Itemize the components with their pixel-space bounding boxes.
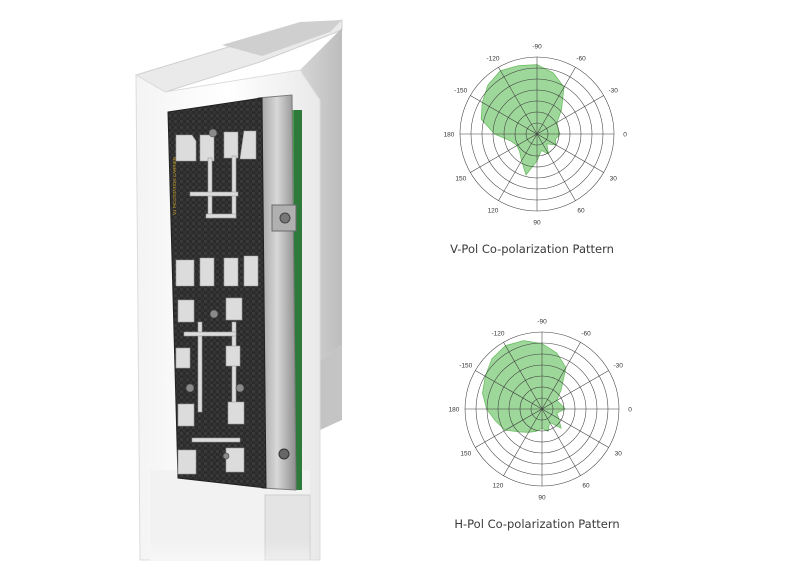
grid-spoke <box>470 95 538 135</box>
grid-spoke <box>536 67 576 135</box>
board-marking: V1 PICOSTATION CARRIER <box>172 156 177 215</box>
h-pol-polar-plot: -90 -60 -30 0 30 60 90 120 150 180 -150 -120 <box>449 319 633 502</box>
grid-spoke <box>541 408 609 448</box>
grid-spoke <box>541 408 581 476</box>
angle-label: 180 <box>449 407 460 414</box>
pattern-lobe <box>482 340 567 433</box>
angle-label: 30 <box>615 451 623 458</box>
angle-label: 180 <box>444 132 455 139</box>
grid-spoke <box>503 342 543 410</box>
v-pol-caption: V-Pol Co-polarization Pattern <box>450 242 614 256</box>
angle-label: 120 <box>493 483 504 490</box>
antenna-elements <box>175 130 259 475</box>
h-pol-caption: H-Pol Co-polarization Pattern <box>454 517 620 531</box>
angle-label: -60 <box>576 55 586 62</box>
angle-label: 0 <box>623 132 627 139</box>
mount-block <box>271 204 297 232</box>
angle-label: -90 <box>532 44 542 51</box>
grid-spoke <box>536 95 604 135</box>
angle-label: 60 <box>577 208 585 215</box>
angle-label: 60 <box>582 483 590 490</box>
product-illustration: V1 PICOSTATION CARRIER <box>134 19 343 587</box>
angle-label: -30 <box>613 363 623 370</box>
angle-label: 0 <box>628 407 632 414</box>
grid-spoke <box>541 370 609 410</box>
angle-label: 90 <box>538 495 546 502</box>
angle-label: -120 <box>491 330 504 337</box>
angle-label: 30 <box>610 176 618 183</box>
v-pol-polar-plot: -90 -60 -30 0 30 60 90 120 150 180 -150 -120 <box>444 44 628 227</box>
grid-spoke <box>475 408 543 448</box>
grid-spoke <box>498 133 538 201</box>
grid-spoke <box>541 342 581 410</box>
angle-label: 90 <box>533 220 541 227</box>
angle-label: -150 <box>454 88 467 95</box>
angle-label: 150 <box>460 451 471 458</box>
angle-label: 150 <box>455 176 466 183</box>
angle-label: 120 <box>488 208 499 215</box>
angle-label: -60 <box>581 330 591 337</box>
housing-top-inner <box>222 20 342 56</box>
grid-spoke <box>475 370 543 410</box>
grid-spoke <box>498 67 538 135</box>
angle-label: -150 <box>459 363 472 370</box>
angle-label: -120 <box>486 55 499 62</box>
panel-screws <box>185 128 245 460</box>
grid-spoke <box>536 133 576 201</box>
grid-spoke <box>536 133 604 173</box>
grid-spoke <box>470 133 538 173</box>
grid-spoke <box>503 408 543 476</box>
angle-label: -30 <box>608 88 618 95</box>
angle-label: -90 <box>537 319 547 326</box>
